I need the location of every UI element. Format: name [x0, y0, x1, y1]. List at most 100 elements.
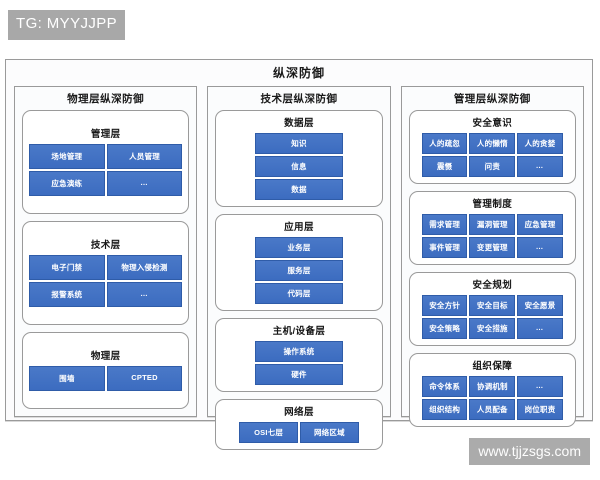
control-tile[interactable]: 组织结构	[421, 399, 468, 420]
tile-row: OSI七层网络区域	[239, 422, 359, 443]
pillar-column: 技术层纵深防御数据层知识信息数据应用层业务层服务层代码层主机/设备层操作系统硬件…	[207, 86, 391, 450]
tile-row: 代码层	[254, 283, 344, 304]
control-tile[interactable]: 知识	[254, 133, 344, 154]
control-tile[interactable]: 人的贪婪	[517, 133, 563, 154]
control-tile[interactable]: 信息	[254, 156, 344, 177]
layer-group: 管理制度需求管理漏洞管理应急管理事件管理变更管理…	[408, 191, 576, 265]
tile-row: 需求管理漏洞管理应急管理	[421, 214, 563, 235]
control-tile[interactable]: OSI七层	[239, 422, 298, 443]
control-tile[interactable]: 人员配备	[469, 399, 516, 420]
control-tile[interactable]: 安全愿景	[517, 295, 563, 316]
layer-group: 主机/设备层操作系统硬件	[215, 318, 383, 392]
layer-group-title: 技术层	[90, 240, 121, 251]
tile-row: 应急演练…	[29, 171, 183, 196]
layer-group-title: 应用层	[284, 222, 314, 233]
control-tile[interactable]: …	[517, 376, 563, 397]
control-tile[interactable]: …	[517, 156, 563, 177]
control-tile[interactable]: …	[106, 171, 183, 196]
control-tile[interactable]: 物理入侵检测	[106, 255, 183, 280]
layer-group: 管理层场地管理人员管理应急演练…	[22, 110, 190, 214]
pillar-body: 数据层知识信息数据应用层业务层服务层代码层主机/设备层操作系统硬件网络层 OSI七…	[208, 110, 389, 457]
layer-group: 安全规划安全方针安全目标安全愿景安全策略安全措施…	[408, 272, 576, 346]
control-tile[interactable]: 震慑	[421, 156, 468, 177]
control-tile[interactable]: 围墙	[29, 366, 105, 391]
tile-row: 服务层	[254, 260, 344, 281]
control-tile[interactable]: 数据	[254, 179, 344, 200]
tile-row: 命令体系协调机制…	[421, 376, 563, 397]
layer-group-title: 网络层	[284, 407, 314, 418]
control-tile[interactable]: 人的懒惰	[469, 133, 516, 154]
control-tile[interactable]: 报警系统	[29, 282, 105, 307]
tg-tag-banner: TG: MYYJJPP	[8, 10, 126, 40]
tile-grid: 人的疏忽人的懒惰人的贪婪震慑问责…	[421, 133, 563, 177]
tile-row: 数据	[254, 179, 344, 200]
control-tile[interactable]: 需求管理	[421, 214, 468, 235]
control-tile[interactable]: 安全目标	[469, 295, 516, 316]
pillar-column: 物理层纵深防御管理层场地管理人员管理应急演练…技术层电子门禁物理入侵检测报警系统…	[14, 86, 198, 417]
tile-row: 组织结构人员配备岗位职责	[421, 399, 563, 420]
control-tile[interactable]: 漏洞管理	[469, 214, 516, 235]
control-tile[interactable]: 岗位职责	[517, 399, 563, 420]
tile-grid: 知识信息数据	[254, 133, 344, 200]
control-tile[interactable]: 应急演练	[29, 171, 105, 196]
control-tile[interactable]: CPTED	[106, 366, 183, 391]
control-tile[interactable]: 人的疏忽	[421, 133, 468, 154]
control-tile[interactable]: 问责	[469, 156, 516, 177]
control-tile[interactable]: …	[517, 237, 563, 258]
control-tile[interactable]: 事件管理	[421, 237, 468, 258]
control-tile[interactable]: 硬件	[254, 364, 344, 385]
tile-grid: 安全方针安全目标安全愿景安全策略安全措施…	[421, 295, 563, 339]
pillar-title: 管理层纵深防御	[453, 93, 531, 105]
control-tile[interactable]: 安全措施	[469, 318, 516, 339]
control-tile[interactable]: 电子门禁	[29, 255, 105, 280]
control-tile[interactable]: …	[517, 318, 563, 339]
layer-group-title: 安全意识	[472, 118, 513, 129]
layer-group: 技术层电子门禁物理入侵检测报警系统…	[22, 221, 190, 325]
pillar-title: 物理层纵深防御	[67, 93, 145, 105]
control-tile[interactable]: 协调机制	[469, 376, 516, 397]
layer-group: 安全意识人的疏忽人的懒惰人的贪婪震慑问责…	[408, 110, 576, 184]
layer-group-title: 物理层	[90, 351, 121, 362]
tile-row: 信息	[254, 156, 344, 177]
tile-row: 安全方针安全目标安全愿景	[421, 295, 563, 316]
control-tile[interactable]: 场地管理	[29, 144, 105, 169]
layer-group: 组织保障命令体系协调机制…组织结构人员配备岗位职责	[408, 353, 576, 427]
diagram-columns: 物理层纵深防御管理层场地管理人员管理应急演练…技术层电子门禁物理入侵检测报警系统…	[6, 81, 592, 450]
control-tile[interactable]: 网络区域	[299, 422, 359, 443]
layer-group-title: 组织保障	[472, 361, 513, 372]
tile-grid: 场地管理人员管理应急演练…	[29, 144, 183, 196]
layer-group-title: 安全规划	[472, 280, 513, 291]
layer-group: 应用层业务层服务层代码层	[215, 214, 383, 311]
control-tile[interactable]: 安全策略	[421, 318, 468, 339]
control-tile[interactable]: 操作系统	[254, 341, 344, 362]
defense-in-depth-diagram: 纵深防御 物理层纵深防御管理层场地管理人员管理应急演练…技术层电子门禁物理入侵检…	[5, 59, 593, 450]
site-watermark: www.tjjzsgs.com	[469, 438, 590, 465]
tile-row: 安全策略安全措施…	[421, 318, 563, 339]
pillar-column: 管理层纵深防御安全意识人的疏忽人的懒惰人的贪婪震慑问责…管理制度需求管理漏洞管理…	[400, 86, 584, 427]
tile-grid: 操作系统硬件	[254, 341, 344, 385]
layer-group-title: 管理制度	[472, 199, 513, 210]
tile-row: 电子门禁物理入侵检测	[29, 255, 183, 280]
control-tile[interactable]: 命令体系	[421, 376, 468, 397]
layer-group: 网络层 OSI七层网络区域	[215, 399, 383, 450]
control-tile[interactable]: …	[106, 282, 183, 307]
control-tile[interactable]: 服务层	[254, 260, 344, 281]
tile-grid: OSI七层网络区域	[239, 422, 359, 443]
tile-row: 硬件	[254, 364, 344, 385]
control-tile[interactable]: 应急管理	[517, 214, 563, 235]
tile-row: 震慑问责…	[421, 156, 563, 177]
control-tile[interactable]: 安全方针	[421, 295, 468, 316]
control-tile[interactable]: 业务层	[254, 237, 344, 258]
control-tile[interactable]: 人员管理	[106, 144, 183, 169]
layer-group: 数据层知识信息数据	[215, 110, 383, 207]
pillar-title: 技术层纵深防御	[260, 93, 338, 105]
control-tile[interactable]: 代码层	[254, 283, 344, 304]
diagram-title: 纵深防御	[272, 66, 325, 80]
tile-row: 人的疏忽人的懒惰人的贪婪	[421, 133, 563, 154]
tile-row: 操作系统	[254, 341, 344, 362]
control-tile[interactable]: 变更管理	[469, 237, 516, 258]
